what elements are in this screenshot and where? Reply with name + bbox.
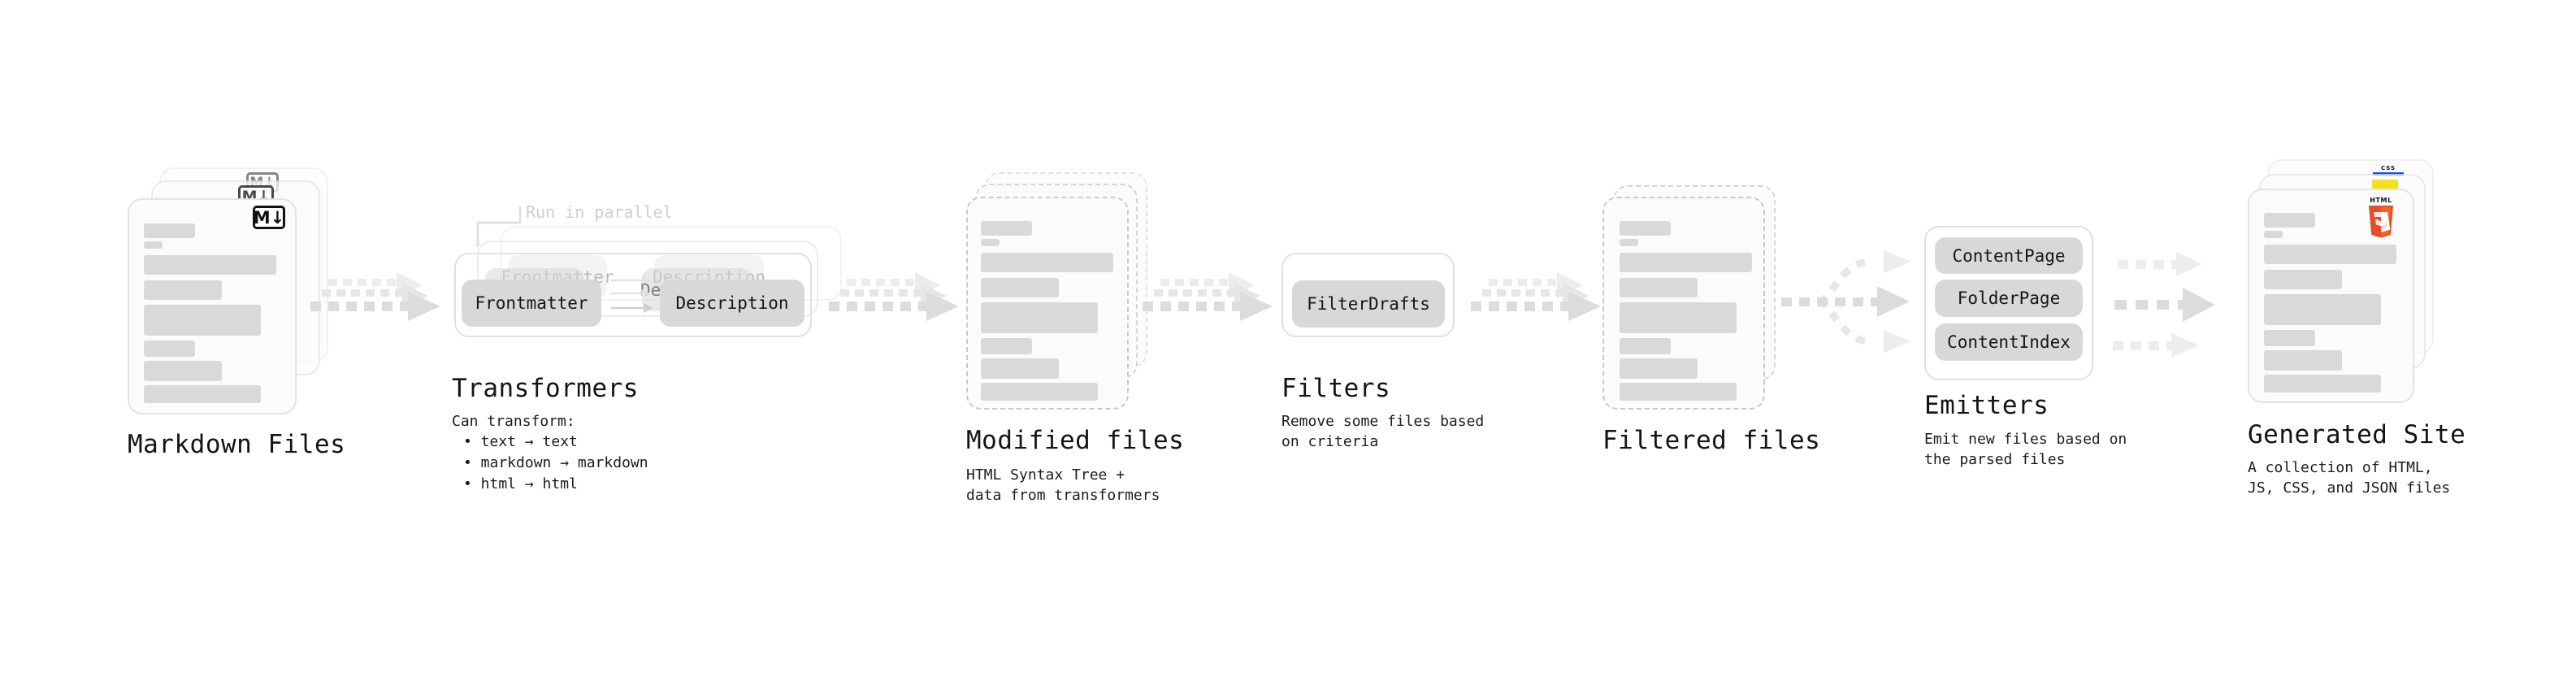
emitters-subtitle: Emit new files based on the parsed files	[1924, 431, 2127, 468]
transformer-pill-frontmatter[interactable]: Frontmatter	[462, 280, 601, 327]
skeleton-line	[144, 241, 163, 249]
skeleton-line	[981, 239, 1000, 246]
arrow-transformers-to-modified	[829, 272, 959, 321]
skeleton-line	[2264, 375, 2381, 393]
skeleton-line	[981, 383, 1098, 401]
transformer-panel-mid	[477, 241, 818, 317]
skeleton-line	[981, 253, 1113, 272]
skeleton-line	[144, 305, 261, 336]
arrow-modified-to-filters	[1143, 272, 1273, 321]
skeleton-line	[981, 278, 1059, 297]
skeleton-line	[1620, 253, 1752, 272]
emitters-pill-folderpage[interactable]: FolderPage	[1935, 280, 2083, 317]
filters-title: Filters	[1281, 374, 1391, 403]
transformers-title: Transformers	[452, 374, 639, 403]
skeleton-line	[144, 280, 222, 300]
skeleton-line	[1620, 278, 1698, 297]
skeleton-line	[981, 338, 1032, 354]
skeleton-line	[144, 361, 222, 381]
skeleton-line	[1620, 239, 1638, 246]
transformer-inner-arrows	[611, 276, 653, 313]
run-in-parallel-leader	[476, 206, 522, 247]
skeleton-line	[144, 385, 261, 403]
svg-text:HTML: HTML	[2370, 197, 2392, 204]
skeleton-line	[2264, 270, 2342, 289]
transformer-pill-description[interactable]: Description	[660, 280, 804, 327]
skeleton-line	[2264, 213, 2315, 228]
arrow-emitters-to-site	[2113, 252, 2215, 358]
skeleton-line	[1620, 302, 1737, 333]
html5-badge: HTML	[2369, 197, 2393, 237]
skeleton-line	[2264, 294, 2381, 325]
filters-subtitle: Remove some files based on criteria	[1281, 413, 1485, 450]
skeleton-line	[144, 340, 195, 357]
skeleton-line	[981, 358, 1059, 379]
modified-files-subtitle: HTML Syntax Tree + data from transformer…	[966, 466, 1160, 504]
run-in-parallel-note: Run in parallel	[526, 202, 673, 222]
modified-files-title: Modified files	[966, 426, 1185, 455]
skeleton-line	[1620, 338, 1671, 354]
filtered-files-title: Filtered files	[1602, 426, 1821, 455]
emitters-panel	[1924, 226, 2093, 380]
skeleton-line	[144, 223, 195, 238]
skeleton-line	[981, 302, 1098, 333]
emitters-pill-contentpage[interactable]: ContentPage	[1935, 237, 2083, 274]
skeleton-line	[1620, 383, 1737, 401]
skeleton-line	[144, 255, 276, 275]
arrow-markdown-to-transformers	[310, 272, 440, 321]
skeleton-line	[2264, 350, 2342, 371]
generated-site-subtitle: A collection of HTML, JS, CSS, and JSON …	[2248, 459, 2451, 497]
skeleton-line	[1620, 221, 1671, 236]
transformer-panel-front	[454, 253, 812, 337]
arrow-filters-to-filtered	[1471, 272, 1601, 321]
emitters-title: Emitters	[1924, 391, 2049, 420]
skeleton-line	[2264, 231, 2283, 238]
transformers-subtitle: Can transform:	[452, 413, 575, 430]
skeleton-line	[2264, 245, 2396, 264]
filters-pill-filterdrafts[interactable]: FilterDrafts	[1292, 280, 1445, 327]
emitters-pill-contentindex[interactable]: ContentIndex	[1935, 323, 2083, 361]
arrow-filtered-to-emitters	[1781, 250, 1911, 353]
transformers-bullet-2: • markdown → markdown	[463, 454, 648, 471]
transformers-bullet-1: • text → text	[463, 433, 578, 450]
transformers-bullet-3: • html → html	[463, 475, 578, 492]
skeleton-line	[2264, 330, 2315, 346]
skeleton-line	[981, 221, 1032, 236]
filters-panel	[1281, 253, 1455, 337]
markdown-files-title: Markdown Files	[128, 430, 346, 459]
generated-site-title: Generated Site	[2248, 420, 2466, 449]
markdown-badge-front: M↓	[253, 206, 285, 229]
skeleton-line	[1620, 358, 1698, 379]
